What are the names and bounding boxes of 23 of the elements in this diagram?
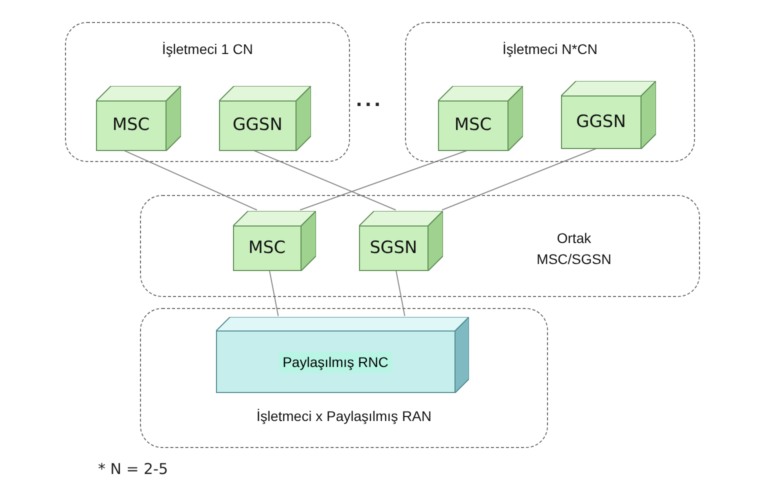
node-label: SGSN <box>370 236 418 260</box>
node-label: MSC <box>454 114 492 138</box>
node-label: MSC <box>248 236 286 260</box>
group-title: Ortak MSC/SGSN <box>536 229 612 269</box>
node-label: GGSN <box>232 114 282 138</box>
dashed-group-box <box>405 22 695 162</box>
group-title: İşletmeci N*CN <box>502 40 598 59</box>
dashed-group-box <box>140 308 548 448</box>
connector-line <box>395 270 406 316</box>
dashed-group-box <box>65 22 350 162</box>
group-title: İşletmeci 1 CN <box>160 40 254 59</box>
group-title: İşletmeci x Paylaşılmış RAN <box>255 407 433 426</box>
connector-line <box>122 150 258 210</box>
footnote: * N = 2-5 <box>98 459 168 480</box>
node-label: Paylaşılmış RNC <box>278 352 392 372</box>
ellipsis-label: ... <box>356 85 384 113</box>
dashed-group-box <box>140 195 700 297</box>
node-label: GGSN <box>576 110 626 134</box>
connector-line <box>300 150 469 210</box>
connector-line <box>252 150 396 210</box>
connector-line <box>442 148 598 210</box>
node-label: MSC <box>112 114 150 138</box>
connector-line <box>268 270 279 316</box>
